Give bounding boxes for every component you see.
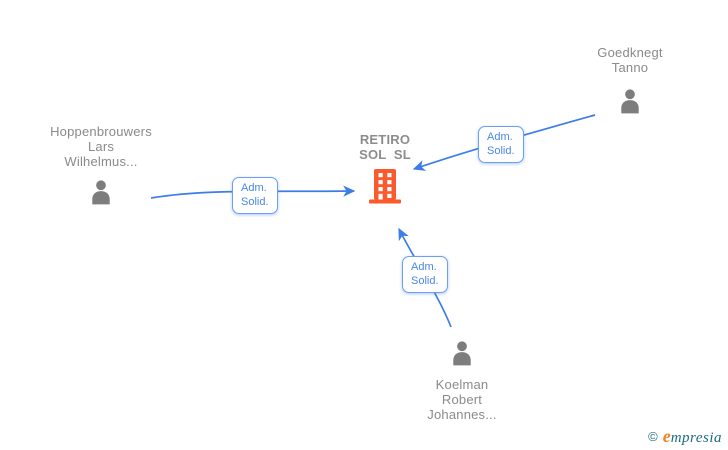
edge-label-koelman-company: Adm. Solid.: [402, 256, 448, 293]
person-name: Hoppenbrouwers Lars Wilhelmus...: [50, 124, 152, 169]
building-icon: [369, 169, 401, 204]
person-name: Koelman Robert Johannes...: [427, 377, 497, 422]
copyright-symbol: ©: [648, 429, 658, 444]
person-icon: [453, 341, 471, 366]
node-company-retiro-sol-sl[interactable]: RETIRO SOL SL: [346, 132, 424, 209]
edge-label-goedknegt-company: Adm. Solid.: [478, 126, 524, 163]
person-icon: [621, 89, 639, 114]
company-name: RETIRO SOL SL: [359, 132, 411, 162]
brand-wordmark: empresia: [662, 426, 722, 446]
node-person-koelman[interactable]: Koelman Robert Johannes...: [371, 339, 553, 422]
node-person-hoppenbrouwers[interactable]: Hoppenbrouwers Lars Wilhelmus...: [10, 124, 192, 211]
person-name: Goedknegt Tanno: [597, 45, 663, 75]
empresia-logo[interactable]: © empresia: [648, 426, 722, 447]
person-icon: [92, 180, 110, 205]
edge-label-hoppenbrouwers-company: Adm. Solid.: [232, 177, 278, 214]
node-person-goedknegt[interactable]: Goedknegt Tanno: [539, 45, 721, 120]
